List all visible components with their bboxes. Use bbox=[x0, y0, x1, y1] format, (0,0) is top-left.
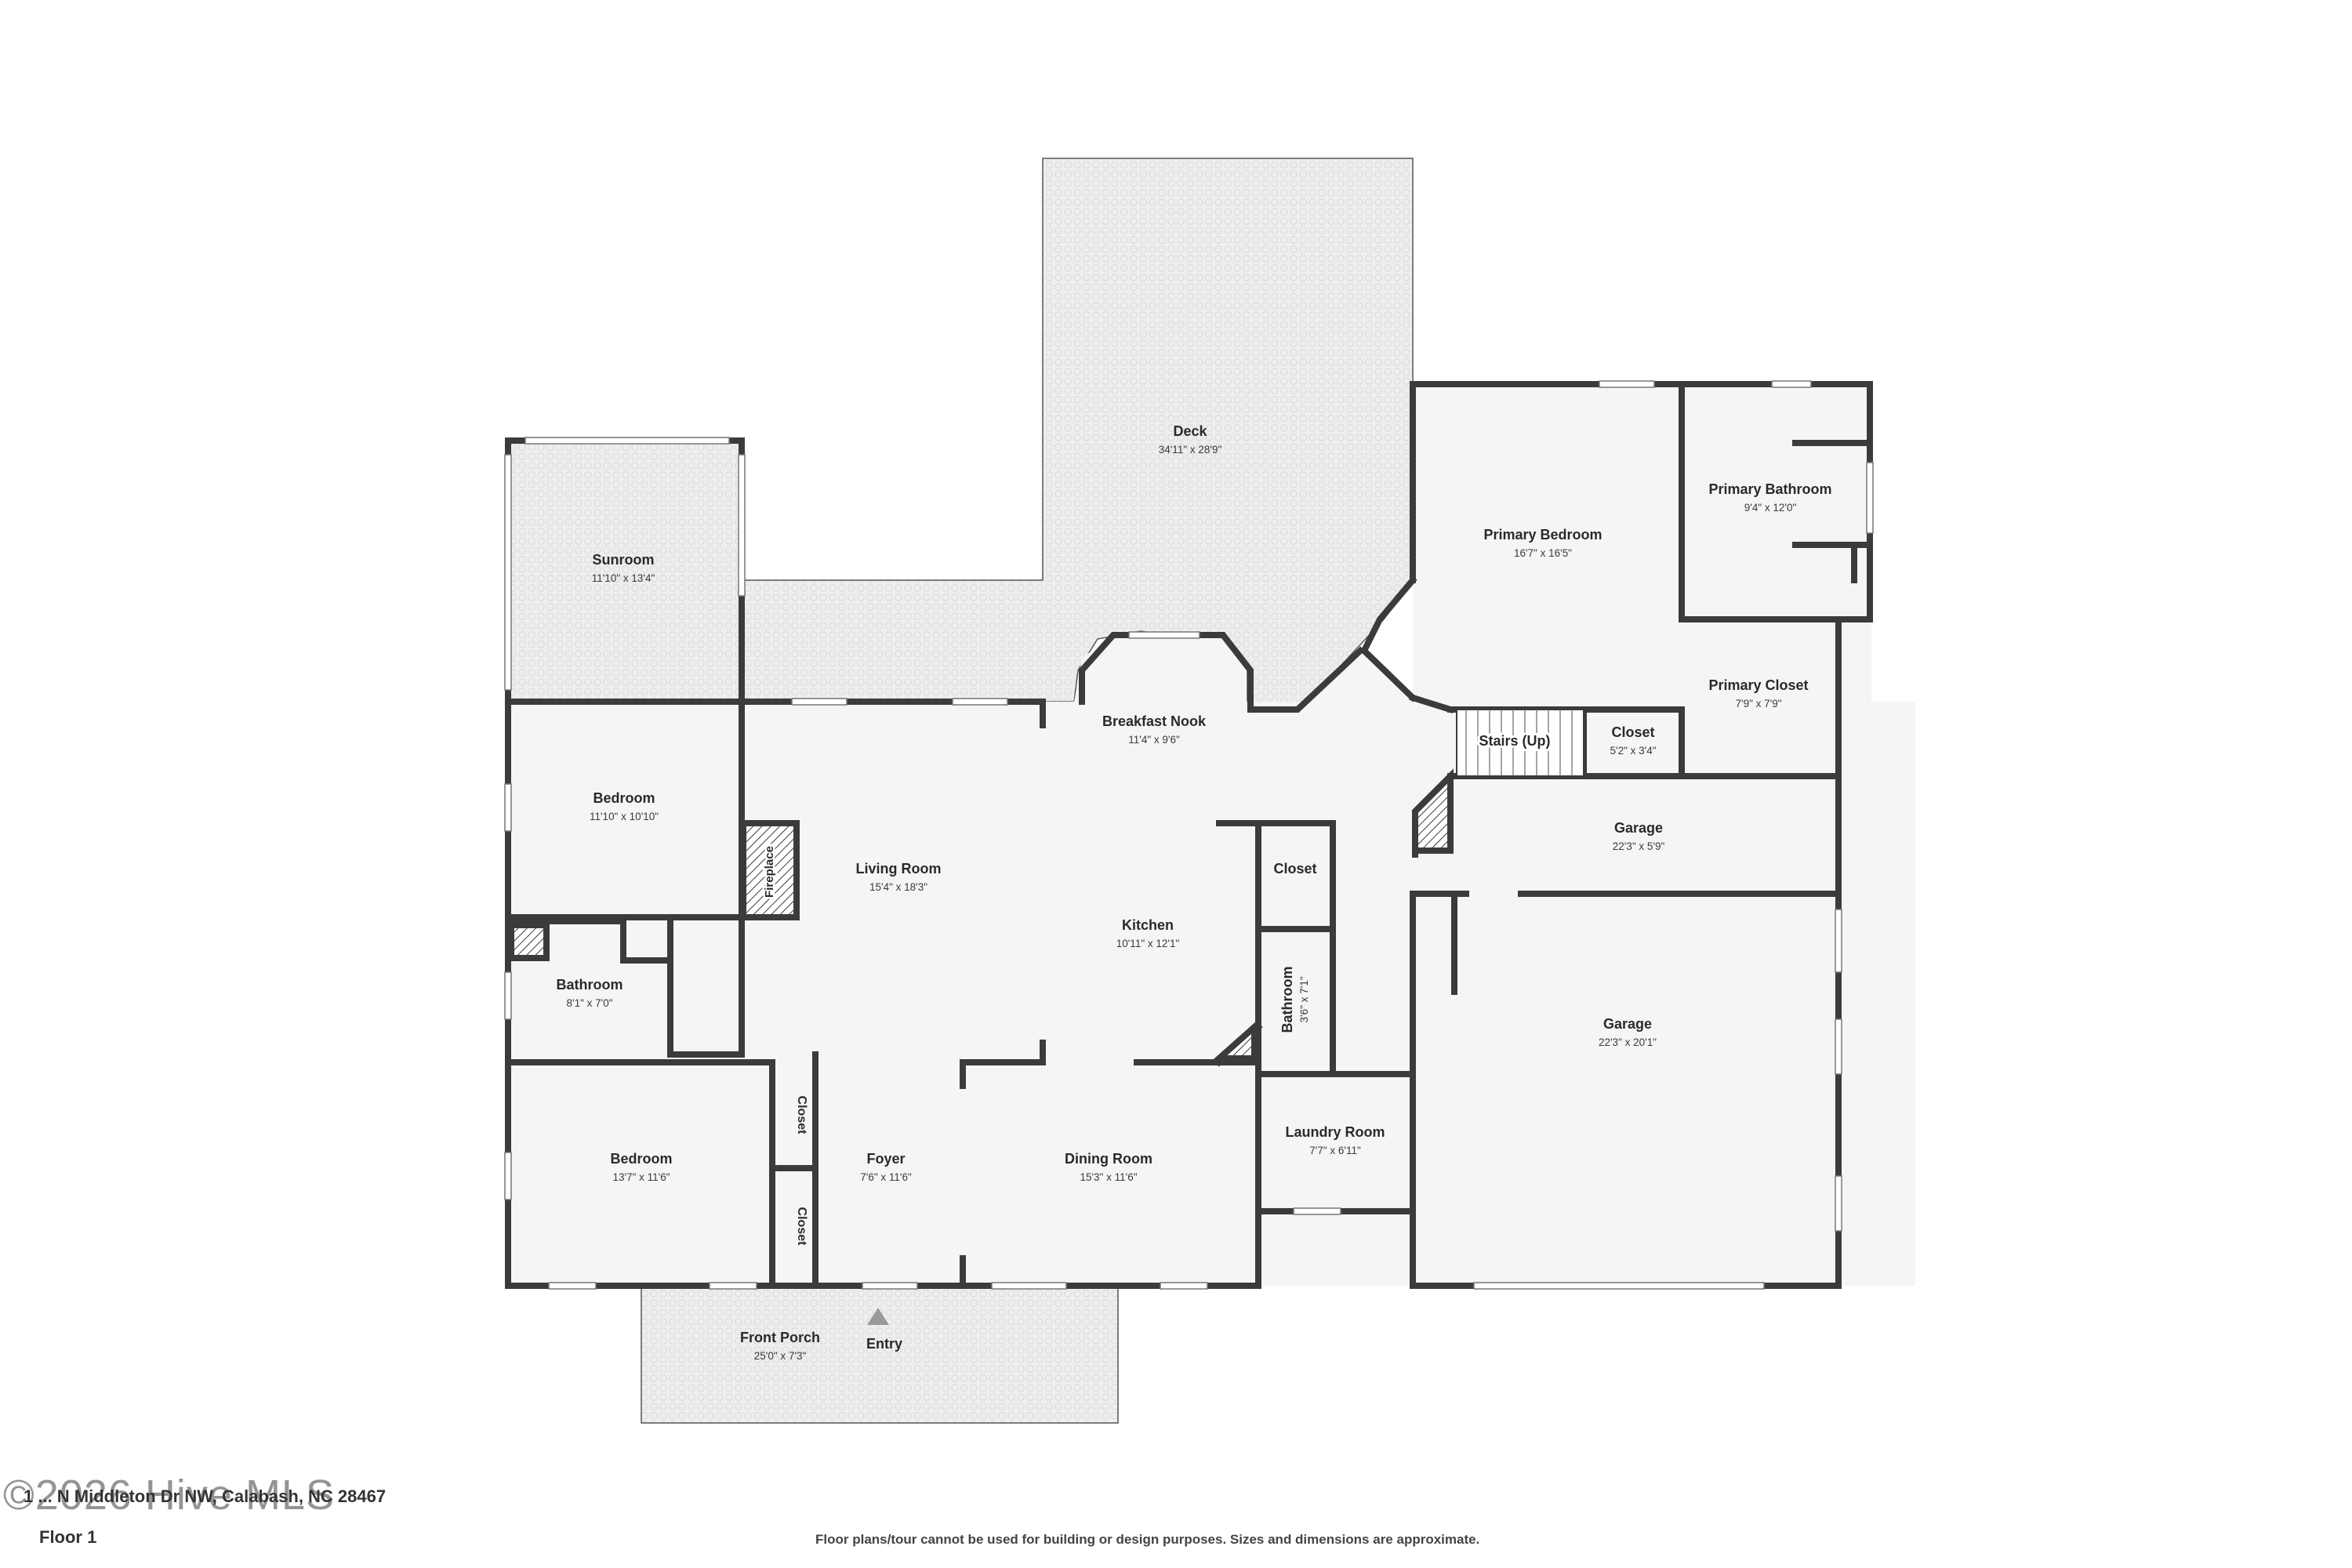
closet-hall-1-name: Closet bbox=[795, 1096, 808, 1135]
primary-bedroom-dim: 16'7" x 16'5" bbox=[1514, 547, 1572, 559]
entry-arrow-icon bbox=[867, 1308, 889, 1325]
bathroom-left-name: Bathroom bbox=[557, 977, 623, 993]
front-porch-name: Front Porch bbox=[740, 1330, 820, 1345]
breakfast-nook-name: Breakfast Nook bbox=[1102, 713, 1207, 729]
bedroom-upper-dim: 11'10" x 10'10" bbox=[590, 811, 659, 822]
sunroom-dim: 11'10" x 13'4" bbox=[592, 572, 655, 584]
stairs-name: Stairs (Up) bbox=[1479, 733, 1550, 749]
breakfast-nook-dim: 11'4" x 9'6" bbox=[1128, 734, 1180, 746]
bathroom-mid-name: Bathroom bbox=[1279, 967, 1295, 1033]
garage-upper-dim: 22'3" x 5'9" bbox=[1613, 840, 1665, 852]
bathroom-left-dim: 8'1" x 7'0" bbox=[566, 997, 612, 1009]
bedroom-upper-name: Bedroom bbox=[593, 790, 655, 806]
foyer-name: Foyer bbox=[866, 1151, 905, 1167]
living-room-name: Living Room bbox=[856, 861, 942, 877]
garage-main-dim: 22'3" x 20'1" bbox=[1599, 1036, 1657, 1048]
dining-room-name: Dining Room bbox=[1065, 1151, 1152, 1167]
laundry-dim: 7'7" x 6'11" bbox=[1309, 1145, 1361, 1156]
primary-closet-dim: 7'9" x 7'9" bbox=[1735, 698, 1781, 710]
living-room-dim: 15'4" x 18'3" bbox=[869, 881, 927, 893]
garage-upper-name: Garage bbox=[1614, 820, 1663, 836]
deck-area bbox=[740, 158, 1414, 710]
front-porch-area bbox=[641, 1285, 1119, 1424]
sunroom-name: Sunroom bbox=[593, 552, 655, 568]
windows bbox=[504, 380, 1874, 1290]
fireplace-name: Fireplace bbox=[763, 846, 776, 898]
dining-room-dim: 15'3" x 11'6" bbox=[1080, 1171, 1137, 1183]
foyer-dim: 7'6" x 11'6" bbox=[860, 1171, 912, 1183]
closet-small-name: Closet bbox=[1611, 724, 1654, 740]
room-labels: Deck 34'11" x 28'9" Sunroom 11'10" x 13'… bbox=[557, 423, 1832, 1362]
primary-bedroom-name: Primary Bedroom bbox=[1483, 527, 1602, 543]
sunroom-area bbox=[508, 441, 742, 702]
primary-closet-name: Primary Closet bbox=[1708, 677, 1808, 693]
laundry-name: Laundry Room bbox=[1285, 1124, 1385, 1140]
front-porch-dim: 25'0" x 7'3" bbox=[754, 1350, 807, 1362]
bathroom-mid-dim: 3'6" x 7'1" bbox=[1298, 976, 1310, 1022]
closet-hall-2-name: Closet bbox=[795, 1207, 808, 1247]
property-address: 1 ... N Middleton Dr NW, Calabash, NC 28… bbox=[24, 1486, 387, 1506]
watermark: ©2026 Hive MLS bbox=[3, 1472, 335, 1519]
primary-bathroom-dim: 9'4" x 12'0" bbox=[1744, 502, 1797, 514]
kitchen-name: Kitchen bbox=[1122, 917, 1174, 933]
stairs-treads bbox=[1456, 709, 1584, 777]
floor-label: Floor 1 bbox=[39, 1527, 97, 1547]
primary-bathroom-name: Primary Bathroom bbox=[1708, 481, 1831, 497]
disclaimer-text: Floor plans/tour cannot be used for buil… bbox=[815, 1532, 1480, 1547]
bedroom-lower-name: Bedroom bbox=[610, 1151, 672, 1167]
deck-dim: 34'11" x 28'9" bbox=[1159, 444, 1222, 456]
kitchen-dim: 10'11" x 12'1" bbox=[1116, 938, 1180, 949]
deck-name: Deck bbox=[1173, 423, 1207, 439]
closet-kitchen-name: Closet bbox=[1273, 861, 1316, 877]
garage-main-name: Garage bbox=[1603, 1016, 1652, 1032]
entry-name: Entry bbox=[866, 1336, 902, 1352]
closet-small-dim: 5'2" x 3'4" bbox=[1610, 745, 1656, 757]
bedroom-lower-dim: 13'7" x 11'6" bbox=[612, 1171, 670, 1183]
